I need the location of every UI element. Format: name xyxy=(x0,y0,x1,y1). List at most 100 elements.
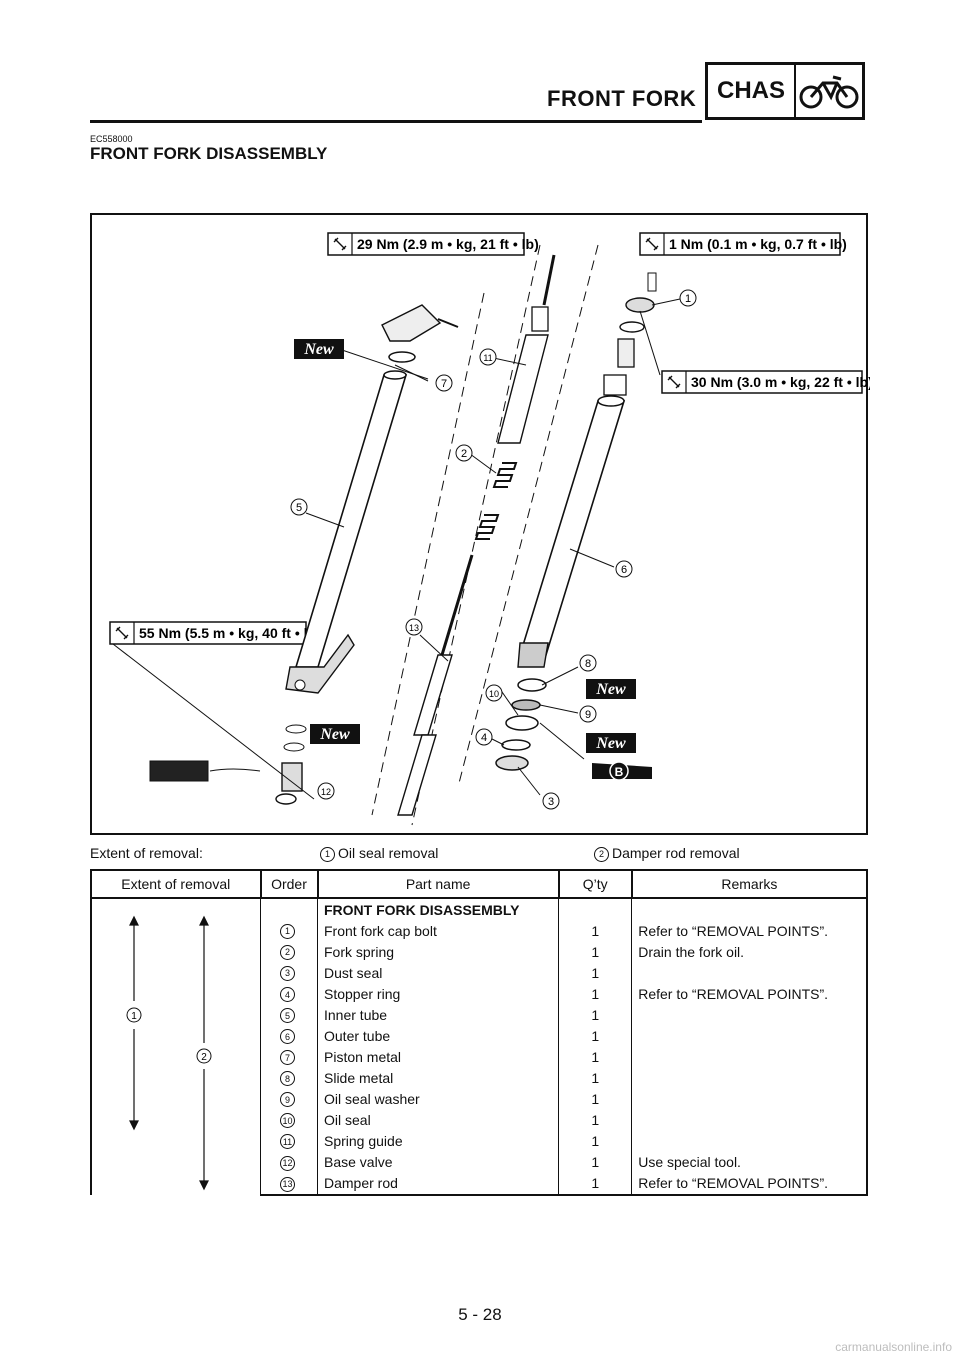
torque-55-text: 55 Nm (5.5 m • kg, 40 ft • lb) xyxy=(139,625,321,641)
row-part-name: Dust seal xyxy=(316,962,559,984)
row-remarks xyxy=(631,1046,869,1068)
row-part-name: Damper rod xyxy=(316,1172,559,1197)
row-order: 7 xyxy=(260,1046,318,1068)
torque-1: 1 Nm (0.1 m • kg, 0.7 ft • lb) xyxy=(639,232,847,256)
svg-text:B: B xyxy=(615,765,624,779)
row-remarks xyxy=(631,1109,869,1131)
page-title: FRONT FORK DISASSEMBLY xyxy=(90,144,328,163)
svg-text:7: 7 xyxy=(441,378,447,390)
chapter-box: CHAS xyxy=(705,62,865,120)
base-valve xyxy=(275,724,307,805)
row-remarks xyxy=(631,1088,869,1110)
fork-spring xyxy=(474,462,518,540)
special-tool-icon xyxy=(149,760,261,782)
svg-text:3: 3 xyxy=(548,796,554,808)
row-order: 5 xyxy=(260,1004,318,1026)
svg-text:4: 4 xyxy=(481,732,487,744)
damper-rod xyxy=(397,554,474,816)
extent-column: 1 2 xyxy=(90,898,261,1195)
row-qty: 1 xyxy=(558,1067,632,1089)
torque-1-text: 1 Nm (0.1 m • kg, 0.7 ft • lb) xyxy=(669,236,847,252)
row-remarks xyxy=(631,1025,869,1047)
col-qty: Q’ty xyxy=(557,869,633,899)
torque-55: 55 Nm (5.5 m • kg, 40 ft • lb) xyxy=(109,621,321,645)
row-order: 4 xyxy=(260,983,318,1005)
row-order: 11 xyxy=(260,1130,318,1152)
svg-text:9: 9 xyxy=(585,709,591,721)
svg-text:10: 10 xyxy=(489,689,499,699)
row-qty: 1 xyxy=(558,1025,632,1047)
seal-stack xyxy=(495,678,547,771)
row-qty: 1 xyxy=(558,941,632,963)
svg-text:8: 8 xyxy=(585,658,591,670)
callouts: 1 2 3 4 5 6 7 8 9 10 11 12 13 xyxy=(290,289,697,810)
row-part-name: Inner tube xyxy=(316,1004,559,1026)
piston-metal xyxy=(388,351,416,363)
svg-text:1: 1 xyxy=(685,293,691,305)
row-part-name: Base valve xyxy=(316,1151,559,1173)
row-remarks xyxy=(631,1067,869,1089)
table-header-row: Extent of removal Order Part name Q’ty R… xyxy=(90,869,869,899)
row-part-name: Front fork cap bolt xyxy=(316,920,559,942)
col-part: Part name xyxy=(316,869,560,899)
inner-tube xyxy=(285,370,408,694)
new-badge-8: New xyxy=(586,679,636,699)
svg-text:13: 13 xyxy=(409,623,419,633)
row-order: 2 xyxy=(260,941,318,963)
row-qty: 1 xyxy=(558,1004,632,1026)
svg-text:2: 2 xyxy=(461,448,467,460)
section-row-title: FRONT FORK DISASSEMBLY xyxy=(316,898,559,921)
row-order: 3 xyxy=(260,962,318,984)
row-qty: 1 xyxy=(558,983,632,1005)
row-remarks: Refer to “REMOVAL POINTS”. xyxy=(631,983,869,1005)
page-number: 5 - 28 xyxy=(458,1305,502,1324)
row-order: 12 xyxy=(260,1151,318,1173)
extent-mark-1: 1 xyxy=(131,1011,137,1022)
row-part-name: Outer tube xyxy=(316,1025,559,1047)
row-remarks: Use special tool. xyxy=(631,1151,869,1173)
col-remarks: Remarks xyxy=(630,869,869,899)
row-part-name: Oil seal washer xyxy=(316,1088,559,1110)
row-order: 13 xyxy=(260,1172,318,1197)
row-part-name: Fork spring xyxy=(316,941,559,963)
row-remarks xyxy=(631,1130,869,1152)
svg-text:12: 12 xyxy=(321,787,331,797)
row-remarks: Drain the fork oil. xyxy=(631,941,869,963)
row-remarks xyxy=(631,1004,869,1026)
row-qty: 1 xyxy=(558,920,632,942)
row-part-name: Piston metal xyxy=(316,1046,559,1068)
svg-text:New: New xyxy=(303,341,334,358)
col-order: Order xyxy=(259,869,319,899)
row-remarks xyxy=(631,962,869,984)
col-extent: Extent of removal xyxy=(90,869,262,899)
svg-text:11: 11 xyxy=(483,353,492,363)
row-qty: 1 xyxy=(558,1130,632,1152)
exploded-diagram: 29 Nm (2.9 m • kg, 21 ft • lb) 1 Nm (0.1… xyxy=(90,213,873,835)
torque-30-text: 30 Nm (3.0 m • kg, 22 ft • lb) xyxy=(691,374,870,390)
outer-tube xyxy=(517,395,626,668)
svg-text:New: New xyxy=(595,681,626,698)
row-qty: 1 xyxy=(558,1088,632,1110)
row-qty: 1 xyxy=(558,1109,632,1131)
row-order: 10 xyxy=(260,1109,318,1131)
row-part-name: Oil seal xyxy=(316,1109,559,1131)
row-part-name: Spring guide xyxy=(316,1130,559,1152)
row-order: 9 xyxy=(260,1088,318,1110)
row-part-name: Stopper ring xyxy=(316,983,559,1005)
row-qty: 1 xyxy=(558,1046,632,1068)
svg-text:6: 6 xyxy=(621,564,627,576)
new-badge-3: New xyxy=(586,733,636,753)
row-remarks: Refer to “REMOVAL POINTS”. xyxy=(631,920,869,942)
new-badge-7: New xyxy=(294,339,344,359)
row-order: 1 xyxy=(260,920,318,942)
